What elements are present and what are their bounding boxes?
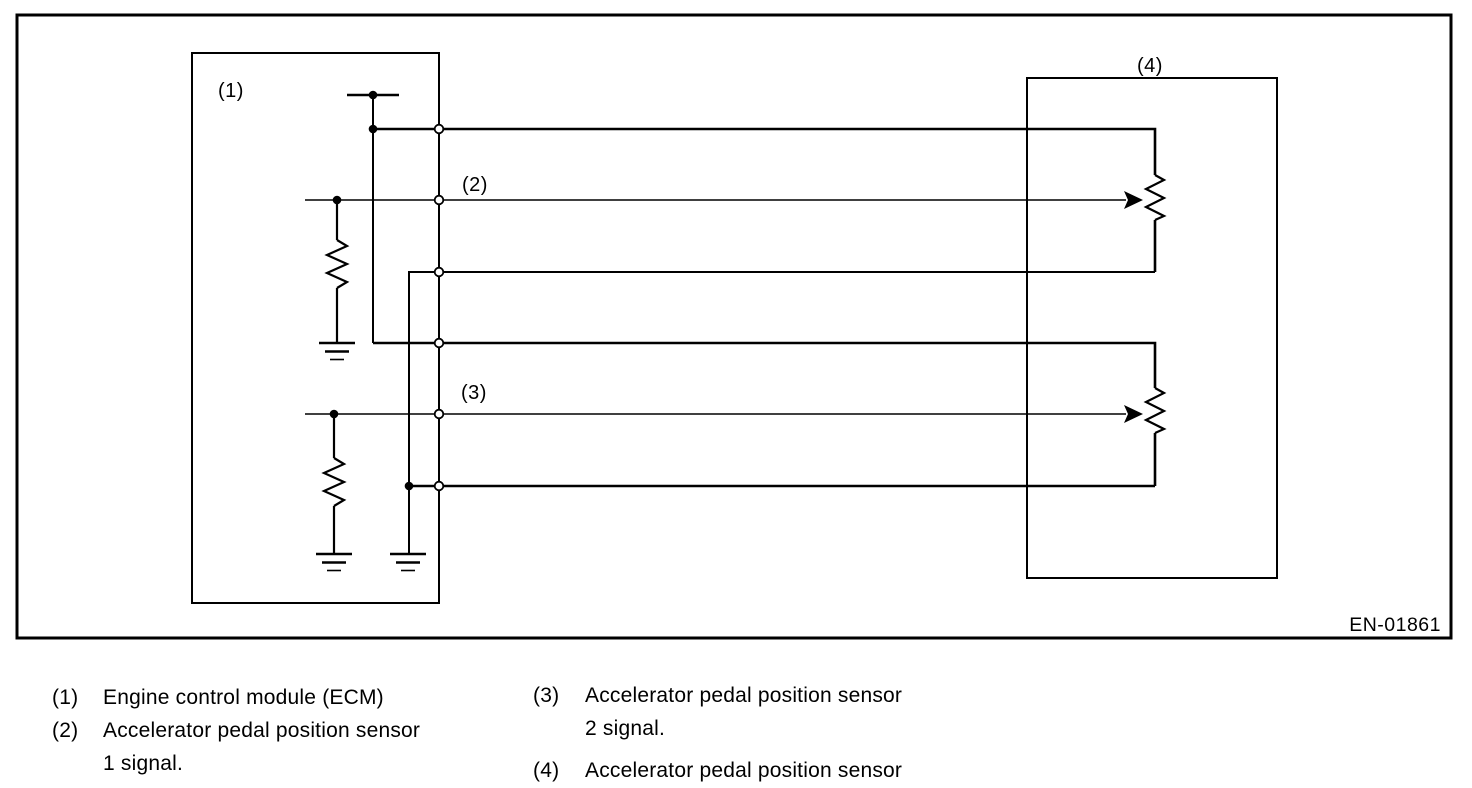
legend-number: (1) [52, 686, 79, 709]
legend-right-column: (3) Accelerator pedal position sensor 2 … [533, 679, 902, 787]
legend-item-4: (4) Accelerator pedal position sensor [533, 754, 902, 787]
legend-left-column: (1) Engine control module (ECM) (2) Acce… [52, 681, 420, 780]
legend-number: (4) [533, 759, 560, 782]
junction-dot [332, 195, 342, 205]
callout-signal2: (3) [461, 382, 487, 404]
connector-pin [433, 266, 445, 278]
ground-icon-3 [390, 552, 426, 572]
callout-sensor: (4) [1137, 55, 1163, 77]
legend-text: Accelerator pedal position sensor [585, 759, 903, 782]
ground-icon-2 [316, 552, 352, 572]
resistor-icon-sensor2 [1143, 387, 1167, 435]
legend-item-1: (1) Engine control module (ECM) [52, 681, 420, 714]
accel-pedal-sensor-box [1026, 77, 1278, 579]
legend-number: (2) [52, 719, 79, 742]
wire-sensor1-return [408, 271, 1155, 554]
figure-frame [15, 13, 1453, 640]
legend-text: Engine control module (ECM) [103, 686, 384, 709]
legend-text-line2: 2 signal. [585, 717, 666, 740]
connector-pin [433, 337, 445, 349]
callout-ecm: (1) [218, 80, 244, 102]
connector-pins [433, 123, 445, 492]
connector-pin [433, 408, 445, 420]
junction-dots [329, 90, 414, 491]
callout-signal1: (2) [462, 174, 488, 196]
wiper-arrow-icon-sensor1 [1124, 191, 1143, 209]
wire-sensor1-supply [373, 127, 1157, 175]
resistor-icon-ecm2 [321, 457, 347, 507]
legend-text: Accelerator pedal position sensor [103, 719, 421, 742]
connector-pin [433, 123, 445, 135]
figure-id: EN-01861 [1349, 614, 1441, 636]
ecm-box [191, 52, 440, 604]
junction-dot [368, 90, 378, 100]
resistor-icon-sensor1 [1143, 174, 1167, 222]
wiring-diagram-canvas: (1) (2) (3) (4) EN-01861 [15, 13, 1453, 640]
connector-pin [433, 480, 445, 492]
junction-dot [368, 124, 378, 134]
junction-dot [329, 409, 339, 419]
connector-pin [433, 194, 445, 206]
legend-text: Accelerator pedal position sensor [585, 684, 903, 707]
wire-sensor2-supply [373, 341, 1157, 388]
junction-dot [404, 481, 414, 491]
legend-item-3: (3) Accelerator pedal position sensor 2 … [533, 679, 902, 745]
legend-number: (3) [533, 684, 560, 707]
resistor-icon-ecm1 [324, 239, 350, 289]
ground-icon-1 [319, 341, 355, 361]
legend-item-2: (2) Accelerator pedal position sensor 1 … [52, 714, 420, 780]
legend-text-line2: 1 signal. [103, 752, 184, 775]
wiper-arrow-icon-sensor2 [1124, 405, 1143, 423]
